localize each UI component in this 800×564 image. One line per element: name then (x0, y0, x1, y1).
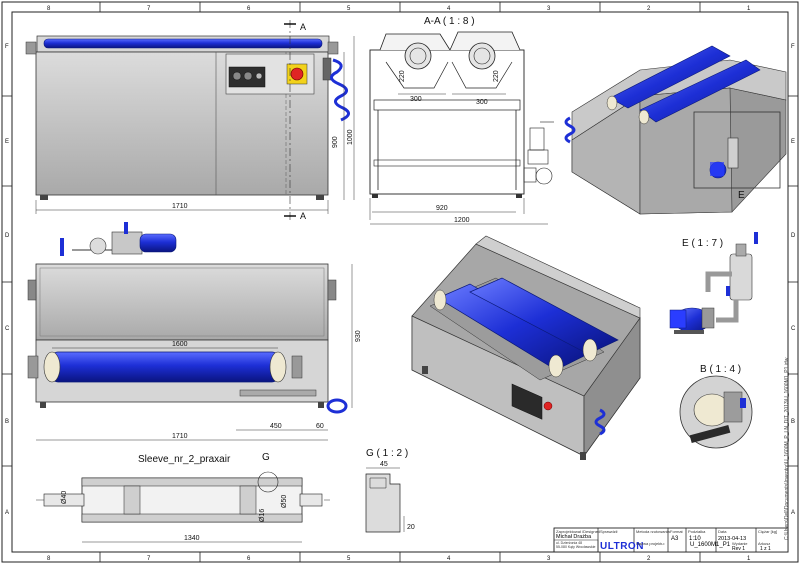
sheet-value: 1 z 1 (760, 546, 771, 552)
col-label-bottom-1: 1 (747, 556, 751, 562)
roller-spacing-dim-left: 300 (410, 96, 422, 103)
col-label-top-6: 6 (247, 6, 251, 12)
col-label-top-4: 4 (447, 6, 451, 12)
top-inner-length-dim: 1600 (172, 341, 188, 348)
top-offset-dim: 450 (270, 423, 282, 430)
col-label-bottom-8: 8 (47, 556, 51, 562)
row-label-right-b: B (791, 419, 795, 425)
revision-value: Rev 1 (732, 546, 746, 552)
col-label-bottom-3: 3 (547, 556, 551, 562)
row-label-left-b: B (5, 419, 9, 425)
row-label-left-e: E (5, 139, 9, 145)
designer-value: Michał Drażba (556, 534, 592, 540)
roller-height-dim-left: 220 (399, 70, 406, 82)
detail-g-width-dim: 45 (380, 461, 388, 468)
checked-label: Sprawdził (600, 529, 618, 534)
front-view: A A 1710 900 1000 (25, 20, 355, 222)
section-view-aa: A-A ( 1 : 8 ) 220 220 300 300 920 1200 (369, 16, 554, 225)
top-view: 1600 930 450 60 1710 (27, 222, 362, 441)
front-total-height-dim: 1000 (347, 129, 354, 145)
date-label: Data (718, 529, 727, 534)
revision-label: Wydanie (732, 541, 748, 546)
roller-spacing-dim-right: 300 (476, 99, 488, 106)
sleeve-drawing: Sleeve_nr_2_praxair G Ø40 Ø16 Ø50 1340 (36, 452, 330, 543)
format-label: Format (670, 529, 683, 534)
sheet-label: Arkusz (758, 541, 771, 546)
row-label-right-c: C (791, 326, 796, 332)
row-label-right-e: E (791, 139, 795, 145)
row-label-left-d: D (5, 233, 10, 239)
col-label-top-1: 1 (747, 6, 751, 12)
company-logo: ULTRON (600, 541, 644, 552)
roller-height-dim-right: 220 (493, 70, 500, 82)
row-label-right-d: D (791, 233, 796, 239)
detail-g-title: G ( 1 : 2 ) (366, 448, 408, 459)
sleeve-diameter-1: Ø40 (61, 491, 68, 504)
row-label-left-f: F (5, 44, 9, 50)
address-line-1: ul. Dzierżonia 48 (556, 541, 583, 545)
front-height-dim: 900 (332, 136, 339, 148)
sleeve-title: Sleeve_nr_2_praxair (138, 454, 231, 465)
section-title: A-A ( 1 : 8 ) (424, 16, 475, 27)
col-label-top-7: 7 (147, 6, 151, 12)
col-label-top-3: 3 (547, 6, 551, 12)
weight-label: Ciężar [kg] (758, 529, 778, 534)
address-line-2: 55-080 Kąty Wrocławskie (556, 545, 596, 549)
designer-label: Zaprojektował /Designed (556, 529, 601, 534)
col-label-bottom-7: 7 (147, 556, 151, 562)
file-path-text: C:\Users\Dell\Documents\Inventor\U_1600M… (784, 357, 790, 540)
project-label: Nazwa projektu: (636, 541, 665, 546)
col-label-bottom-5: 5 (347, 556, 351, 562)
top-length-dim: 1710 (172, 433, 188, 440)
title-block-fields: Zaprojektował /Designed Michał Drażba Sp… (554, 528, 788, 552)
section-outer-width-dim: 1200 (454, 217, 470, 224)
col-label-bottom-6: 6 (247, 556, 251, 562)
detail-e-view: E ( 1 : 7 ) (669, 232, 758, 334)
detail-marker-e: E (738, 190, 745, 201)
detail-g-height-dim: 20 (407, 524, 415, 531)
format-value: A3 (671, 536, 679, 542)
section-inner-width-dim: 920 (436, 205, 448, 212)
row-label-right-a: A (791, 510, 795, 516)
detail-g-view: G ( 1 : 2 ) 45 20 (365, 448, 415, 533)
front-width-dim: 1710 (172, 203, 188, 210)
top-height-dim: 930 (355, 330, 362, 342)
col-label-top-5: 5 (347, 6, 351, 12)
date-value: 2013-04-13 (718, 536, 747, 542)
method-label: Metoda rzutowania (636, 529, 670, 534)
iso-view-top: E (564, 45, 787, 215)
scale-value: 1:10 (689, 536, 701, 542)
top-side-dim: 60 (316, 423, 324, 430)
detail-e-title: E ( 1 : 7 ) (682, 238, 723, 249)
detail-b-view: B ( 1 : 4 ) (679, 364, 753, 449)
iso-view-main (411, 235, 641, 460)
row-label-right-f: F (791, 44, 795, 50)
sleeve-length-dim: 1340 (184, 535, 200, 542)
row-label-left-a: A (5, 510, 9, 516)
detail-b-title: B ( 1 : 4 ) (700, 364, 741, 375)
col-label-bottom-4: 4 (447, 556, 451, 562)
row-label-left-c: C (5, 326, 10, 332)
drawing-name: U_1600M1_P1 (690, 542, 731, 548)
col-label-bottom-2: 2 (647, 556, 651, 562)
section-marker-bottom: A (300, 211, 306, 221)
section-marker-top: A (300, 22, 306, 32)
col-label-top-8: 8 (47, 6, 51, 12)
title-block (553, 527, 789, 553)
scale-label: Podziałka (688, 529, 706, 534)
sleeve-detail-marker: G (262, 452, 270, 463)
sleeve-diameter-3: Ø50 (281, 495, 288, 508)
col-label-top-2: 2 (647, 6, 651, 12)
sleeve-diameter-2: Ø16 (259, 509, 266, 522)
